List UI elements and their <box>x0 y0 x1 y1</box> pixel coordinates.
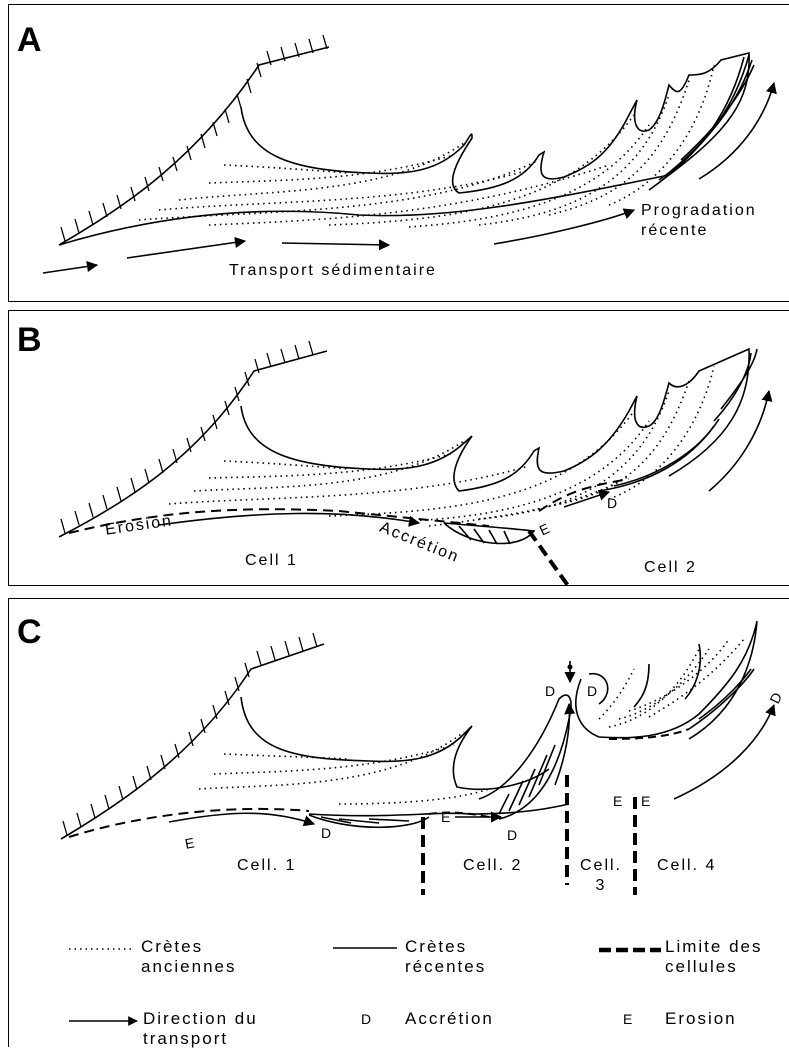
cliff-hatches <box>63 633 317 835</box>
panel-c-drawing <box>9 599 789 1048</box>
label-c-d4: D <box>587 683 598 701</box>
label-c-d2: D <box>507 827 518 845</box>
label-cell2: Cell 2 <box>644 558 697 578</box>
label-c-e4: E <box>641 793 651 811</box>
label-c-e3: E <box>613 793 623 811</box>
spit-front-c <box>309 804 569 816</box>
transport-arrows <box>169 661 774 824</box>
legend-d-key: D <box>361 1011 372 1028</box>
cliff-line <box>61 644 324 839</box>
label-c-d3: D <box>545 683 556 701</box>
legend-limite: Limite des cellules <box>665 937 762 978</box>
panel-c: C <box>8 598 789 1047</box>
label-c-d1: D <box>321 825 332 843</box>
spit-back <box>241 349 749 491</box>
legend-cretes-recentes: Crètes récentes <box>405 937 486 978</box>
ancient-crests <box>199 639 744 804</box>
recent-lobe-c <box>689 669 754 729</box>
spit-front <box>59 175 669 245</box>
cell-boundary <box>529 531 569 587</box>
recent-crest-3 <box>671 60 752 171</box>
label-recente: récente <box>641 221 708 241</box>
previous-coastline <box>69 809 309 837</box>
label-progradation: Progradation <box>641 201 757 221</box>
legend-e-key: E <box>623 1011 633 1028</box>
cliff-hatches <box>61 341 313 533</box>
label-cell1: Cell 1 <box>245 551 298 571</box>
spit-cell3-4 <box>576 621 757 739</box>
panel-a: A <box>8 4 789 302</box>
cliff-line <box>59 47 329 245</box>
legend-e-value: Erosion <box>665 1009 737 1029</box>
label-cell4: Cell. 4 <box>657 856 716 876</box>
label-cell2: Cell. 2 <box>463 856 522 876</box>
ancient-crests <box>169 366 714 526</box>
label-cell1: Cell. 1 <box>237 856 296 876</box>
spit-back <box>241 697 549 789</box>
recent-crest-1 <box>649 57 744 190</box>
recent-crest-4 <box>681 65 754 160</box>
label-c-e2: E <box>441 809 451 827</box>
ancient-crests <box>139 65 714 227</box>
legend-direction: Direction du transport <box>143 1009 258 1050</box>
panel-a-drawing <box>9 5 789 303</box>
label-transport: Transport sédimentaire <box>229 261 437 281</box>
cliff-line <box>59 351 327 537</box>
cliff-hatches <box>61 35 327 241</box>
transport-arrows <box>159 391 769 525</box>
label-cell3: Cell. 3 <box>575 856 627 896</box>
panel-b: B <box>8 310 789 586</box>
label-b-d: D <box>607 495 618 513</box>
lobe-cell2 <box>479 695 571 819</box>
legend-cretes-anciennes: Crètes anciennes <box>141 937 237 978</box>
recent-crest-1 <box>721 349 757 409</box>
accretion-lobe-b <box>444 523 534 543</box>
legend-d-value: Accrétion <box>405 1009 494 1029</box>
